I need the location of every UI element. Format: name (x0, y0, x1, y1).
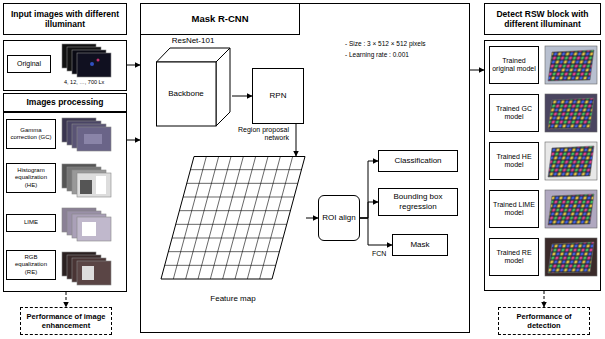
header-label: Input images with different illuminant (7, 9, 123, 29)
node-split: Images processingGamma correction (GC) Hi… (3, 93, 127, 292)
grid-line (187, 183, 298, 184)
grid-line (168, 251, 279, 252)
grid-line (183, 197, 294, 198)
node-rpn: RPNRegion proposal network (252, 68, 304, 124)
header-box: Images processing (3, 93, 127, 112)
box-label: Trained HE model (492, 153, 536, 170)
parameter-note: - Size : 3 × 512 × 512 pixels (345, 40, 426, 48)
node-cuboid: ResNet-101Backbone (156, 36, 232, 128)
node-box: Trained LIME model (489, 190, 539, 228)
box-label: Backbone (168, 89, 204, 99)
node-box: ROI align (318, 195, 360, 241)
node-box: Histogram equalization (HE) (6, 163, 56, 193)
node-box: RGB equalization (RE) (6, 250, 56, 280)
cuboid-front (157, 62, 217, 126)
feature-map-grid (160, 156, 306, 280)
image-stack (62, 252, 111, 285)
grid-line (173, 157, 206, 280)
box-label: Histogram equalization (HE) (9, 167, 53, 189)
node-box: Trained original model (489, 46, 539, 84)
node-box: LIME (6, 214, 56, 232)
connector-arrow (360, 218, 392, 245)
caption-label: Region proposal network (227, 126, 289, 143)
connector-arrow (127, 65, 140, 66)
node-box: Trained GC model (489, 94, 539, 132)
grid-line (172, 238, 283, 239)
grid-line (260, 157, 293, 280)
node-box: Gamma correction (GC) (6, 119, 56, 149)
node-dashed: Performance of image enhancement (20, 307, 112, 335)
connector-arrow (66, 292, 67, 307)
cuboid-face: Backbone (156, 62, 216, 126)
grid-line (247, 157, 280, 280)
grid-line (186, 157, 219, 280)
grid-line (176, 224, 287, 225)
grid-line (223, 157, 256, 280)
connector-arrow (360, 202, 378, 218)
node-box: Bounding box regression (378, 188, 458, 216)
connector-arrow (127, 140, 140, 141)
grid-line (165, 265, 276, 266)
header-box: Input images with different illuminant (3, 3, 127, 35)
box-label: ROI align (322, 213, 355, 223)
connector-arrow (470, 70, 484, 71)
box-label: Trained RE model (492, 249, 536, 266)
node-box: Classification (378, 150, 458, 172)
node-feat: Feature map (160, 156, 306, 306)
box-label: Trained original model (492, 57, 536, 74)
connector-arrow (232, 96, 252, 97)
node-split: Input images with different illuminantOr… (3, 3, 127, 91)
image-stack (62, 208, 111, 241)
image-stack (62, 44, 111, 77)
box-label: Original (17, 60, 41, 68)
connector-arrow (360, 161, 378, 218)
header-box: Detect RSW block with different illumina… (484, 3, 601, 35)
grid-outline (161, 157, 305, 280)
box-label: Performance of detection (501, 312, 587, 330)
node-box: Trained RE model (489, 238, 539, 276)
parameter-note: - Learning rate : 0.001 (345, 51, 409, 59)
illuminance-label: 4, 12, …, 700 Lx (64, 79, 104, 86)
detection-image (545, 46, 597, 276)
box-label: Bounding box regression (381, 192, 455, 211)
header-box: Mask R-CNN (140, 3, 300, 35)
node-dashed: Performance of detection (498, 307, 590, 335)
header-label: Mask R-CNN (191, 13, 248, 24)
node-tab: Mask R-CNNResNet-101BackboneRPNRegion pr… (140, 3, 470, 333)
feature-map-label: Feature map (160, 294, 306, 304)
backbone-name: ResNet-101 (156, 36, 230, 46)
box-label: Trained GC model (492, 105, 536, 122)
image-stack (62, 118, 111, 151)
header-label: Images processing (26, 97, 103, 107)
box-label: LIME (24, 219, 38, 226)
connector-arrow (544, 291, 545, 307)
grid-line (235, 157, 268, 280)
box-label: Mask (410, 240, 429, 250)
box-label: Gamma correction (GC) (9, 127, 53, 141)
image-stack (62, 164, 111, 197)
node-box: Original (7, 55, 51, 73)
box-label: Classification (394, 156, 441, 166)
node-box: Mask (392, 234, 448, 256)
branch-label: FCN (372, 250, 386, 258)
grid-line (190, 169, 301, 170)
box-label: RPN (270, 91, 287, 101)
connector-arrow (306, 218, 318, 219)
cuboid-side (216, 48, 230, 126)
connector-arrow (296, 124, 297, 156)
backbone-cuboid (156, 36, 232, 128)
node-split: Detect RSW block with different illumina… (484, 3, 601, 291)
grid-line (179, 210, 290, 211)
grid-line (210, 157, 243, 280)
box-label: Trained LIME model (492, 201, 536, 218)
header-label: Detect RSW block with different illumina… (488, 9, 597, 29)
box-label: Performance of image enhancement (23, 312, 109, 330)
grid-line (198, 157, 231, 280)
box-label: RGB equalization (RE) (9, 254, 53, 276)
node-box: Trained HE model (489, 142, 539, 180)
